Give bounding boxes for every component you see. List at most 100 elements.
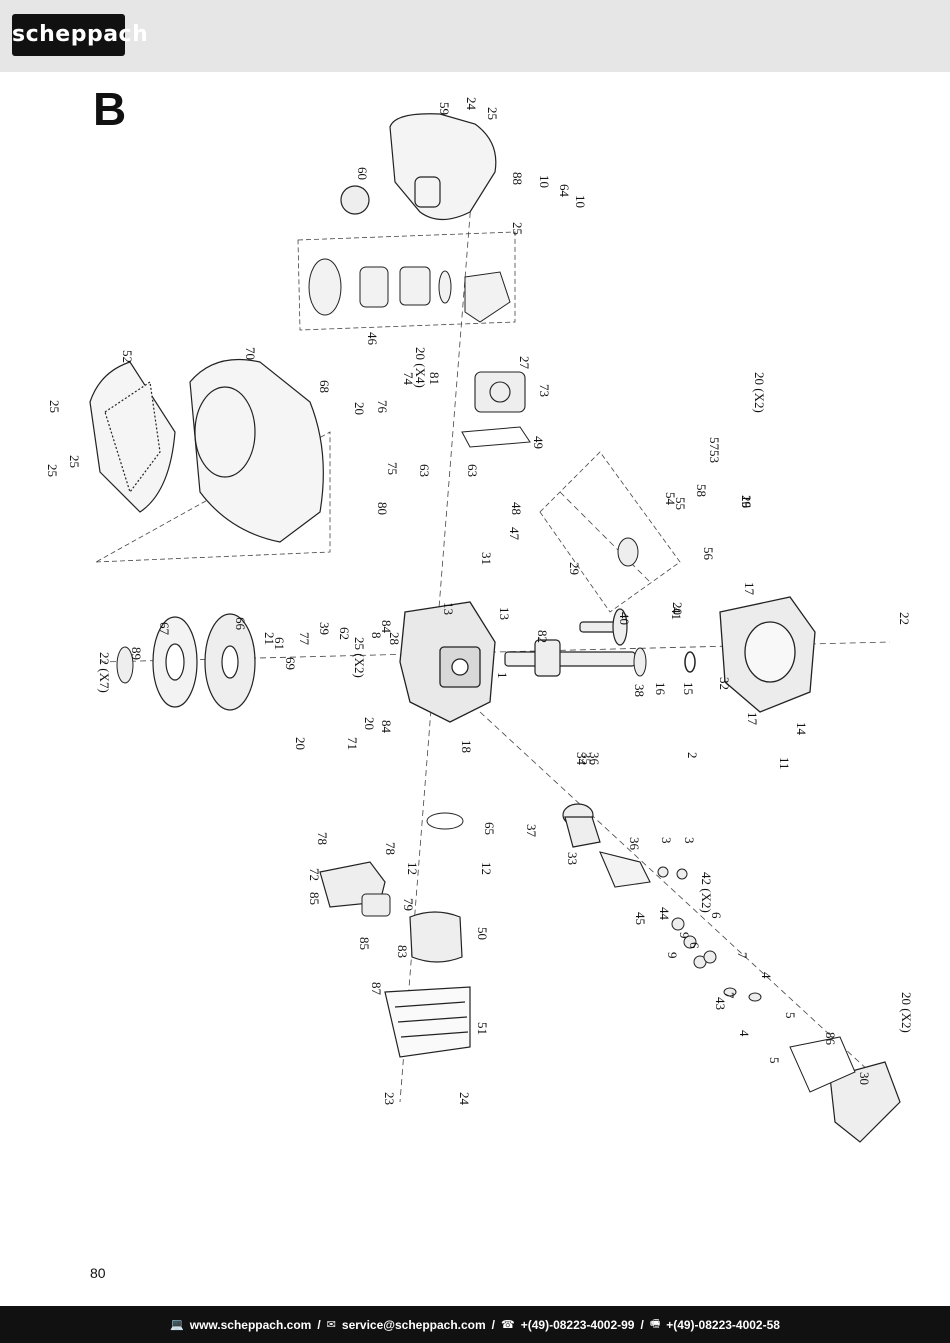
footer-fax: +(49)-08223-4002-58 [666,1317,780,1332]
scheppach-logo: scheppach [12,14,148,56]
connecting-rod [599,851,651,888]
part-label: 33 [565,852,580,865]
part-label: 61 [272,637,287,650]
part-label: 67 [157,622,172,636]
part-label: 38 [632,684,647,697]
part-label: 76 [375,400,390,414]
valve-train-parts [657,866,762,1002]
part-label: 75 [385,462,400,475]
part-label: 78 [383,842,398,855]
footer-website[interactable]: www.scheppach.com [189,1317,312,1332]
part-label: 13 [441,602,456,615]
exhaust-gasket [426,812,464,830]
governor-gear [617,537,639,567]
part-label: 24 [457,1092,472,1106]
part-label: 9 [677,932,692,939]
part-label: 78 [315,832,330,845]
part-label: 87 [369,982,384,996]
part-label: 55 [673,497,688,510]
part-label: 77 [297,632,312,646]
footer-phone: +(49)-08223-4002-99 [520,1317,635,1332]
part-label: 17 [742,582,757,596]
part-label: 20 [362,717,377,730]
part-label: 17 [745,712,760,726]
part-label: 82 [535,630,550,643]
muffler-guard [384,986,471,1058]
part-label: 73 [537,384,552,397]
part-label: 20 (X4) [413,347,428,388]
part-label: 79 [401,898,416,911]
part-label: 18 [459,740,474,753]
part-label: 69 [283,657,298,670]
part-label: 5 [783,1012,798,1019]
engine-block [399,601,496,723]
part-label: 11 [777,757,792,770]
part-label: 5 [767,1057,782,1064]
part-label: 89 [129,647,144,660]
part-label: 25 [67,455,82,468]
part-label: 1 [495,672,510,679]
part-label: 30 [857,1072,872,1085]
part-label: 51 [475,1022,490,1035]
part-label: 72 [307,868,322,881]
part-label: 7 [722,992,737,999]
part-label: 37 [524,824,539,838]
part-label: 64 [557,184,572,198]
rocker-cover [829,1061,901,1143]
part-label: 14 [794,722,809,736]
footer-email[interactable]: service@scheppach.com [341,1317,486,1332]
starter-solenoid [361,893,391,917]
fan-guard [89,361,176,513]
phone-icon: ☎ [501,1319,515,1331]
crankcase-cover [719,596,816,713]
part-label: 2 [685,752,700,759]
part-label: 3 [682,837,697,844]
part-label: 62 [337,627,352,640]
part-label: 63 [417,464,432,477]
part-label: 52 [120,350,135,363]
part-label: 65 [482,822,497,835]
part-label: 34 [574,752,589,766]
part-label: 85 [357,937,372,950]
part-label: 20 [352,402,367,415]
part-label: 16 [653,682,668,696]
part-label: 81 [427,372,442,385]
part-label: 59 [437,102,452,115]
part-label: 68 [317,380,332,393]
part-label: 25 [47,400,62,413]
gasket [461,426,531,448]
wing-nut [340,185,370,215]
part-label: 32 [717,677,732,690]
muffler [409,911,463,963]
part-label: 71 [345,737,360,750]
part-label: 6 [709,912,724,919]
oil-seal [684,651,696,673]
carburetor [474,371,526,413]
part-label: 50 [475,927,490,940]
part-label: 56 [701,547,716,561]
part-label: 3 [659,837,674,844]
part-label: 60 [355,167,370,180]
part-label: 57 [707,437,722,451]
fan-housing [189,358,324,543]
part-label: 39 [317,622,332,635]
part-label: 20 [293,737,308,750]
computer-icon: 💻 [170,1319,184,1331]
part-label: 25 [45,464,60,477]
part-label: 25 (X2) [352,637,367,678]
part-label: 12 [479,862,494,875]
flywheel [204,613,256,711]
footer-separator: / [491,1317,496,1332]
part-label: 47 [507,527,522,541]
part-label: 15 [681,682,696,695]
part-label: 42 (X2) [699,872,714,913]
piston [562,803,601,848]
part-label: 66 [233,617,248,631]
part-label: 83 [395,945,410,958]
fax-icon: 🖷 [649,1318,661,1330]
section-letter: B [93,83,127,135]
part-label: 23 [382,1092,397,1105]
part-label: 41 [669,607,684,620]
